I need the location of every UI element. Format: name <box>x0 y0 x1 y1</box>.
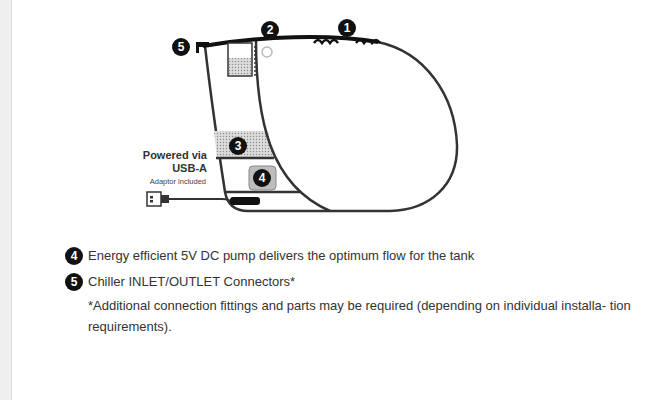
tank-housing <box>205 37 457 211</box>
adaptor-note: Adaptor included <box>126 177 206 186</box>
side-bar-edge <box>11 0 12 400</box>
callout-number: 1 <box>338 19 356 37</box>
callout-number: 5 <box>65 273 83 291</box>
filter-band <box>214 131 274 158</box>
usb-cable <box>169 199 232 201</box>
chiller-media <box>229 58 251 75</box>
pump-box <box>249 166 276 190</box>
connector <box>196 42 199 53</box>
lid-ridges <box>314 40 338 43</box>
callout-number: 4 <box>65 247 83 265</box>
side-bar <box>0 0 11 400</box>
cable-plug <box>230 197 260 205</box>
usb-plug <box>147 192 161 206</box>
usb-pin <box>150 200 153 203</box>
lid-ridges <box>356 40 380 43</box>
indicator-ring <box>262 47 272 57</box>
usb-neck <box>161 195 169 203</box>
chiller-unit <box>228 43 252 76</box>
callout-number: 4 <box>253 169 271 187</box>
usb-pin <box>150 196 153 199</box>
flow-dots <box>254 46 256 76</box>
key-text: Energy efficient 5V DC pump delivers the… <box>88 247 648 265</box>
panel-divider <box>225 191 300 194</box>
footnote: *Additional connection fittings and part… <box>88 295 650 337</box>
callout-number: 2 <box>261 21 279 39</box>
panel-divider <box>216 157 274 160</box>
callout-number: 3 <box>229 137 247 155</box>
callout-number: 5 <box>172 38 190 56</box>
key-text: Chiller INLET/OUTLET Connectors* <box>88 273 648 291</box>
power-label: Powered via USB-A <box>135 149 207 175</box>
